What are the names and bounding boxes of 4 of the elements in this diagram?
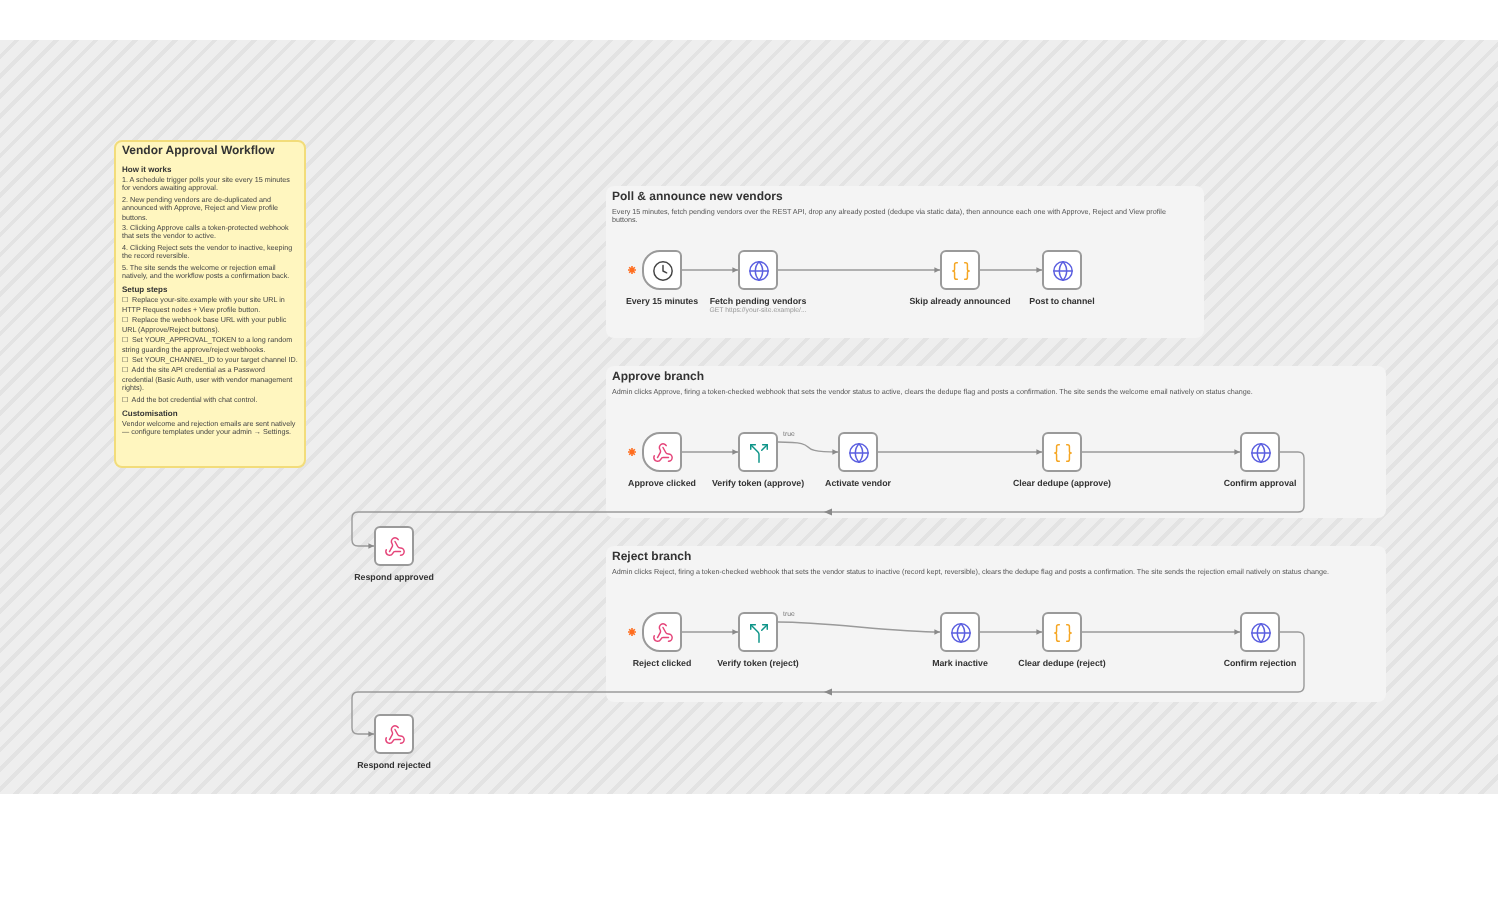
- group-panel: [606, 546, 1386, 702]
- sticky-note: [114, 140, 306, 468]
- group-panel: [606, 186, 1204, 338]
- group-panel: [606, 366, 1386, 518]
